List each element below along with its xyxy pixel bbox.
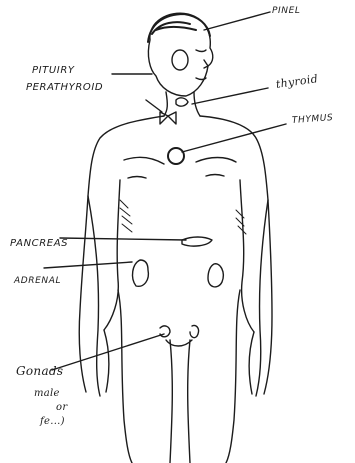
thymus-gland [168, 148, 184, 164]
adrenal-leader [44, 262, 132, 268]
label-gonads-male: male [34, 388, 60, 399]
right-leg [226, 290, 240, 463]
right-kidney [208, 264, 223, 287]
label-gonads-female: fe...) [40, 416, 65, 427]
pineal-leader [204, 12, 270, 30]
right-arm [249, 200, 268, 396]
label-pineal: PINEL [272, 6, 301, 16]
chest-right [196, 158, 236, 177]
thyroid-leader [192, 88, 268, 104]
pancreas-leader [60, 238, 186, 240]
right-rib-shading [236, 210, 246, 234]
gonads-leader [52, 334, 164, 370]
left-leg [118, 290, 132, 463]
pineal-gland [172, 50, 188, 70]
label-adrenal: ADRENAL [14, 276, 61, 286]
label-pituitary: PITUIRY [32, 65, 75, 76]
left-torso-side [104, 180, 120, 330]
chest-left [124, 157, 164, 178]
hair [148, 14, 210, 42]
label-parathyroid: PERATHYROID [26, 82, 103, 93]
thyroid-gland [176, 98, 188, 106]
inner-legs [170, 340, 190, 463]
gonads-sketch [160, 325, 199, 346]
parathyroid-gland [160, 112, 176, 124]
label-gonads: Gonads [16, 364, 63, 378]
left-arm [88, 196, 109, 396]
label-pancreas: PANCREAS [10, 238, 68, 249]
label-gonads-or: or [56, 402, 67, 413]
left-rib-shading [120, 200, 132, 232]
right-torso-side [240, 180, 254, 332]
thymus-leader [182, 124, 286, 152]
head-outline [148, 13, 212, 96]
left-kidney [133, 260, 149, 286]
pancreas [182, 237, 212, 246]
parathyroid-leader [146, 100, 162, 112]
